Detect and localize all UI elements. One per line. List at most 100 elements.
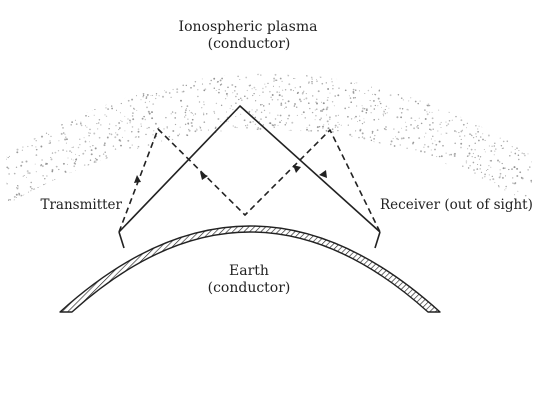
plasma-dot [493, 145, 496, 147]
plasma-dot [10, 69, 12, 71]
plasma-dot [316, 98, 318, 100]
plasma-dot [484, 105, 486, 107]
plasma-dot [267, 152, 270, 155]
plasma-dot [417, 176, 420, 179]
plasma-dot [499, 175, 501, 177]
plasma-dot [317, 129, 319, 132]
plasma-dot [136, 74, 139, 77]
plasma-dot [39, 125, 42, 127]
plasma-dot [389, 79, 392, 82]
plasma-dot [185, 200, 187, 203]
plasma-dot [25, 100, 28, 103]
plasma-dot [416, 62, 418, 64]
plasma-dot [198, 203, 200, 205]
plasma-dot [322, 200, 324, 202]
plasma-dot [268, 160, 270, 162]
plasma-dot [345, 171, 347, 173]
plasma-dot [514, 194, 516, 196]
plasma-dot [238, 186, 241, 189]
plasma-dot [378, 118, 380, 120]
plasma-dot [411, 78, 414, 81]
plasma-dot [271, 165, 273, 168]
plasma-dot [328, 194, 331, 196]
plasma-dot [213, 203, 216, 205]
plasma-dot [507, 104, 510, 106]
plasma-dot [268, 103, 271, 105]
plasma-dot [8, 127, 11, 130]
plasma-dot [71, 147, 73, 148]
plasma-dot [125, 156, 128, 158]
plasma-dot [443, 64, 444, 65]
plasma-dot [514, 90, 516, 92]
plasma-dot [159, 191, 162, 194]
plasma-dot [519, 125, 521, 128]
plasma-dot [506, 58, 508, 60]
plasma-dot [296, 114, 298, 116]
plasma-dot [178, 192, 180, 194]
plasma-dot [493, 115, 495, 118]
plasma-dot [483, 126, 485, 128]
plasma-dot [203, 112, 205, 114]
plasma-dot [364, 140, 367, 143]
plasma-dot [45, 124, 47, 127]
plasma-dot [368, 153, 370, 156]
plasma-dot [250, 69, 251, 70]
plasma-dot [364, 160, 367, 163]
plasma-dot [39, 164, 42, 167]
plasma-dot [193, 114, 195, 116]
plasma-dot [30, 181, 32, 184]
plasma-dot [361, 110, 364, 113]
plasma-dot [49, 108, 51, 110]
plasma-dot [98, 122, 100, 124]
plasma-dot [374, 134, 376, 137]
plasma-dot [232, 61, 233, 62]
plasma-dot [22, 202, 25, 205]
plasma-dot [291, 164, 293, 167]
plasma-dot [261, 195, 263, 197]
plasma-dot [278, 94, 281, 97]
plasma-dot [214, 73, 216, 76]
plasma-dot [383, 109, 385, 111]
plasma-dot [439, 58, 441, 60]
plasma-dot [46, 103, 49, 106]
plasma-dot [429, 128, 431, 131]
plasma-dot [164, 90, 166, 92]
plasma-dot [225, 136, 228, 139]
plasma-dot [88, 135, 90, 137]
plasma-dot [303, 73, 306, 75]
plasma-dot [89, 81, 91, 83]
plasma-dot [159, 84, 161, 86]
plasma-dot [250, 139, 253, 141]
plasma-dot [286, 61, 287, 62]
plasma-dot [71, 151, 73, 153]
plasma-dot [377, 97, 380, 100]
plasma-dot [324, 63, 325, 64]
plasma-dot [310, 144, 312, 147]
plasma-dot [335, 62, 336, 63]
plasma-dot [18, 134, 21, 137]
plasma-dot [146, 149, 149, 152]
plasma-dot [143, 115, 145, 118]
plasma-dot [115, 132, 117, 134]
plasma-dot [137, 190, 140, 192]
plasma-dot [328, 116, 331, 119]
plasma-dot [495, 148, 497, 150]
plasma-dot [205, 113, 208, 115]
plasma-dot [329, 118, 331, 121]
plasma-dot [234, 189, 237, 192]
plasma-dot [112, 92, 114, 94]
plasma-dot [529, 55, 531, 57]
plasma-dot [239, 63, 241, 65]
plasma-dot [377, 144, 380, 147]
plasma-dot [509, 155, 511, 157]
plasma-dot [384, 156, 387, 158]
plasma-dot [332, 167, 334, 169]
plasma-dot [474, 149, 476, 151]
plasma-dot [8, 104, 10, 106]
plasma-dot [458, 87, 460, 89]
plasma-dot [98, 80, 100, 82]
plasma-dot [450, 170, 451, 172]
plasma-dot [231, 84, 234, 86]
plasma-dot [467, 99, 470, 102]
plasma-dot [500, 77, 503, 79]
